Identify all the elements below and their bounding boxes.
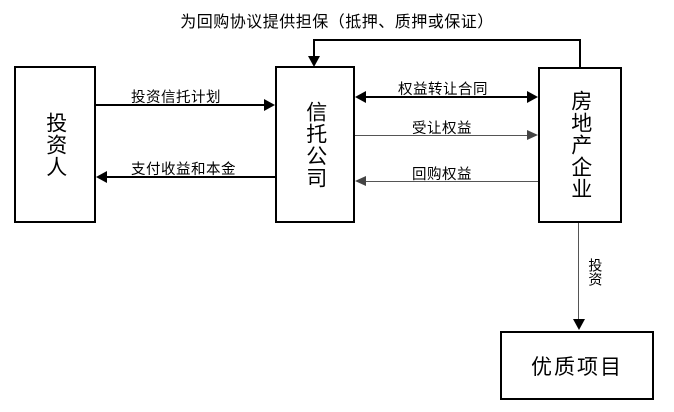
edge-label-repurchase-equity: 回购权益	[412, 167, 472, 183]
node-trust-company[interactable]: 信托公司	[275, 66, 355, 223]
edge-line-pay-return-principal	[107, 176, 275, 178]
edge-line-accept-equity	[355, 135, 528, 136]
edge-arrowhead-equity-transfer-left-icon	[355, 91, 366, 103]
guarantee-bracket-right-vertical-line	[579, 39, 581, 69]
edge-arrowhead-repurchase-equity-icon	[355, 176, 366, 186]
node-quality-project-label: 优质项目	[531, 354, 623, 379]
guarantee-arrowhead-down-icon	[308, 56, 320, 67]
edge-arrowhead-accept-equity-icon	[527, 130, 538, 140]
edge-arrowhead-invest-trust-plan-icon	[264, 99, 275, 111]
node-investor[interactable]: 投资人	[14, 66, 96, 223]
node-investor-label: 投资人	[43, 111, 68, 178]
edge-label-pay-return-principal: 支付收益和本金	[131, 162, 236, 178]
edge-line-equity-transfer-contract	[366, 96, 527, 98]
guarantee-edge-label: 为回购协议提供担保（抵押、质押或保证）	[180, 12, 494, 31]
edge-label-investment: 投资	[586, 258, 603, 286]
node-real-estate-enterprise-label: 房地产企业	[568, 90, 593, 200]
edge-line-repurchase-equity	[366, 181, 538, 182]
node-real-estate-enterprise[interactable]: 房地产企业	[538, 67, 622, 223]
edge-label-equity-transfer-contract: 权益转让合同	[398, 82, 488, 98]
edge-arrowhead-pay-return-principal-icon	[96, 171, 107, 183]
edge-label-accept-equity: 受让权益	[412, 121, 472, 137]
guarantee-bracket-horizontal-line	[313, 39, 581, 41]
guarantee-bracket-left-vertical-line	[313, 39, 315, 58]
node-quality-project[interactable]: 优质项目	[500, 331, 654, 400]
edge-label-invest-trust-plan: 投资信托计划	[131, 90, 221, 106]
edge-line-investment	[578, 223, 579, 323]
edge-arrowhead-equity-transfer-right-icon	[527, 91, 538, 103]
edge-arrowhead-investment-icon	[573, 319, 585, 330]
node-trust-company-label: 信托公司	[303, 100, 328, 189]
edge-line-invest-trust-plan	[96, 104, 265, 106]
